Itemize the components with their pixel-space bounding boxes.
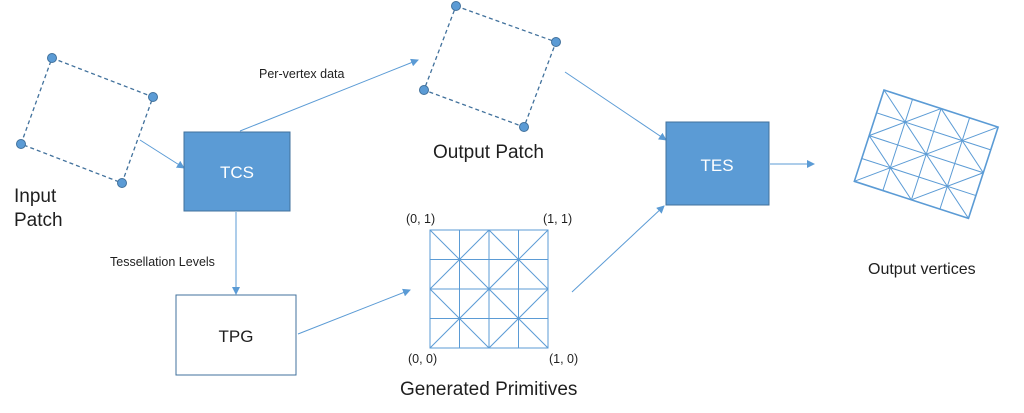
corner-label-top-right: (1, 1)	[543, 212, 572, 226]
generated-primitives-grid	[429, 229, 549, 349]
input-patch-vertex	[117, 178, 127, 188]
arrow-output-patch-to-tes	[564, 71, 667, 141]
output-vertices-mesh	[853, 88, 1000, 220]
arrow-primitives-to-tes	[571, 205, 665, 293]
output-patch-vertex	[551, 37, 561, 47]
tcs-label: TCS	[220, 163, 254, 182]
tcs-box: TCS	[183, 131, 291, 212]
tes-box: TES	[665, 121, 770, 206]
output-patch-vertex	[519, 122, 529, 132]
input-patch-vertex	[16, 139, 26, 149]
input-patch-label-line1: Input	[14, 186, 57, 207]
output-patch-label: Output Patch	[433, 142, 544, 163]
tpg-box: TPG	[175, 294, 297, 376]
input-patch-vertex	[148, 92, 158, 102]
corner-label-bottom-left: (0, 0)	[408, 352, 437, 366]
output-patch-vertex	[419, 85, 429, 95]
corner-label-bottom-right: (1, 0)	[549, 352, 578, 366]
input-patch-vertex	[47, 53, 57, 63]
corner-label-top-left: (0, 1)	[406, 212, 435, 226]
arrow-input-to-tcs	[139, 139, 185, 169]
input-patch-label-line2: Patch	[14, 210, 63, 231]
output-patch-vertex	[451, 1, 461, 11]
tes-label: TES	[700, 156, 733, 175]
input-patch	[16, 53, 158, 188]
arrow-tpg-to-primitives	[297, 288, 411, 335]
tpg-label: TPG	[219, 327, 254, 346]
output-vertices-label: Output vertices	[868, 261, 976, 278]
tessellation-levels-label: Tessellation Levels	[110, 255, 215, 269]
generated-primitives-label: Generated Primitives	[400, 379, 577, 400]
output-patch	[419, 1, 561, 132]
per-vertex-data-label: Per-vertex data	[259, 67, 345, 81]
arrow-tcs-to-output-patch	[239, 58, 419, 132]
